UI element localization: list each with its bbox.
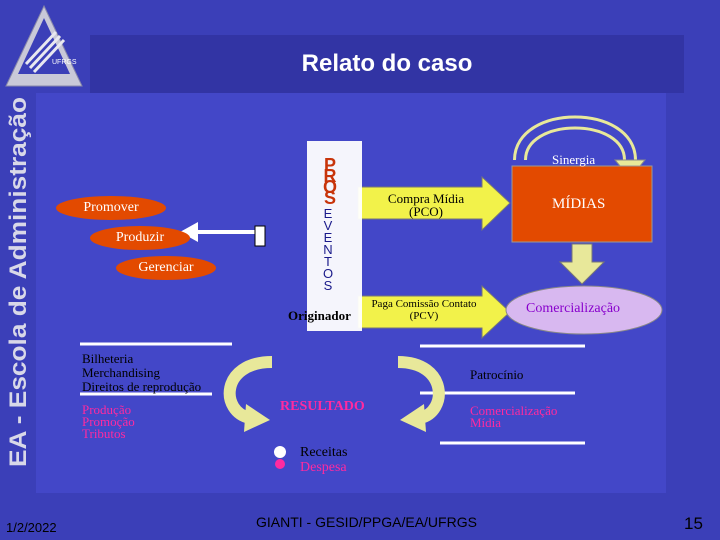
paga-text: Paga Comissão Contato: [371, 298, 477, 310]
list-item: Merchandising: [82, 365, 160, 380]
letter: O: [322, 266, 334, 281]
letter: V: [323, 218, 333, 233]
letter: S: [323, 188, 336, 208]
list-item: Promoção: [82, 414, 135, 429]
footer-date: 1/2/2022: [6, 520, 57, 535]
oval-produzir: Produzir: [90, 226, 190, 250]
letter: O: [322, 177, 337, 197]
ufrgs-logo: UFRGS: [4, 2, 84, 90]
letter: R: [323, 166, 337, 186]
letter: N: [323, 242, 333, 257]
resultado-label: RESULTADO: [280, 399, 365, 414]
oval-label: Produzir: [115, 230, 165, 245]
right-expense-list: Comercialização Mídia: [470, 403, 558, 430]
list-item: Bilheteria: [82, 351, 134, 366]
oval-label: Gerenciar: [138, 260, 194, 275]
page-title: Relato do caso: [301, 50, 473, 77]
midias-label: MÍDIAS: [552, 196, 606, 212]
sinergia-label: Sinergia: [552, 152, 596, 167]
paga-label: Paga Comissão Contato (PCV): [360, 298, 488, 322]
oval-gerenciar: Gerenciar: [116, 256, 216, 280]
title-bar: Relato do caso: [90, 35, 684, 93]
expense-list: Produção Promoção Tributos: [82, 402, 135, 441]
footer-page: 15: [684, 514, 703, 533]
oval-promover: Promover: [56, 196, 166, 220]
eventos-letters: E V E N T O S: [320, 206, 336, 293]
compra-text: Compra Mídia: [387, 191, 465, 206]
letter: S: [323, 278, 333, 293]
paga-sub: (PCV): [409, 310, 439, 322]
list-item: Comercialização: [470, 403, 558, 418]
receitas-label: Receitas: [300, 445, 348, 460]
oval-label: Promover: [83, 200, 139, 215]
sidebar-text: EA - Escola de Administração: [0, 95, 34, 470]
letter: E: [323, 230, 333, 245]
compra-sub: (PCO): [409, 204, 443, 219]
sidebar-label: EA - Escola de Administração: [5, 97, 32, 467]
letter: E: [323, 206, 333, 221]
letter: P: [323, 155, 336, 175]
list-item: Tributos: [82, 426, 126, 441]
logo-text: UFRGS: [52, 59, 77, 66]
patrocinio-label: Patrocínio: [470, 367, 524, 382]
list-item: Produção: [82, 402, 132, 417]
footer-center: GIANTI - GESID/PPGA/EA/UFRGS: [256, 514, 477, 530]
pros-letters: P R O S: [320, 155, 340, 208]
letter: T: [324, 254, 332, 269]
list-item: Direitos de reprodução: [82, 379, 202, 394]
comercializacao-oval-label: Comercialização: [526, 301, 621, 316]
despesa-label: Despesa: [300, 460, 347, 475]
income-list: Bilheteria Merchandising Direitos de rep…: [82, 352, 201, 394]
originator-label: Originador: [288, 308, 351, 323]
list-item: Mídia: [470, 415, 502, 430]
compra-label: Compra Mídia (PCO): [376, 192, 476, 218]
